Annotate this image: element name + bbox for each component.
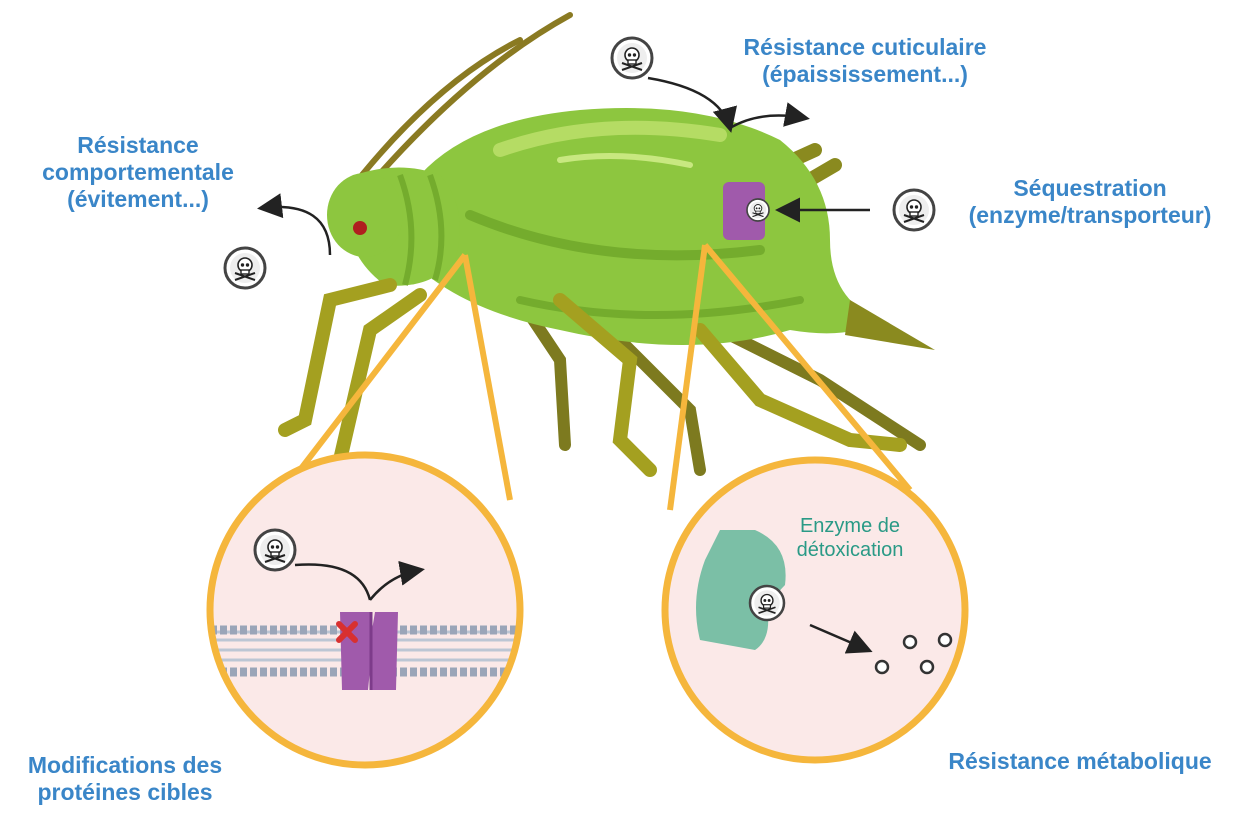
target-line-1: Modifications des	[0, 752, 250, 779]
enzyme-line-2: détoxication	[770, 539, 930, 563]
metabolic-inset	[665, 460, 965, 760]
cuticular-line-1: Résistance cuticulaire	[700, 34, 1030, 61]
target-modification-label: Modifications des protéines cibles	[0, 752, 250, 806]
toxin-icon-cuticle	[612, 38, 652, 78]
sequestration-line-1: Séquestration	[945, 175, 1235, 202]
behavioral-line-1: Résistance	[18, 132, 258, 159]
behavioral-line-2: comportementale	[18, 159, 258, 186]
metabolic-resistance-label: Résistance métabolique	[925, 748, 1235, 775]
cuticular-resistance-label: Résistance cuticulaire (épaississement..…	[700, 34, 1030, 88]
metabolic-line-1: Résistance métabolique	[925, 748, 1235, 775]
aphid-eye	[353, 221, 367, 235]
enzyme-label: Enzyme de détoxication	[770, 515, 930, 562]
toxin-icon-sequestration	[894, 190, 934, 230]
sequestered-toxin-icon	[747, 199, 769, 221]
toxin-icon-behavior	[225, 248, 265, 288]
behavioral-resistance-label: Résistance comportementale (évitement...…	[18, 132, 258, 213]
target-protein-inset	[200, 455, 530, 765]
toxin-icon-metabolic	[750, 586, 784, 620]
behavioral-line-3: (évitement...)	[18, 186, 258, 213]
sequestration-line-2: (enzyme/transporteur)	[945, 202, 1235, 229]
sequestration-label: Séquestration (enzyme/transporteur)	[945, 175, 1235, 229]
target-line-2: protéines cibles	[0, 779, 250, 806]
toxin-icon-target	[255, 530, 295, 570]
channel-protein	[340, 612, 398, 690]
enzyme-line-1: Enzyme de	[770, 515, 930, 539]
cuticular-line-2: (épaississement...)	[700, 61, 1030, 88]
